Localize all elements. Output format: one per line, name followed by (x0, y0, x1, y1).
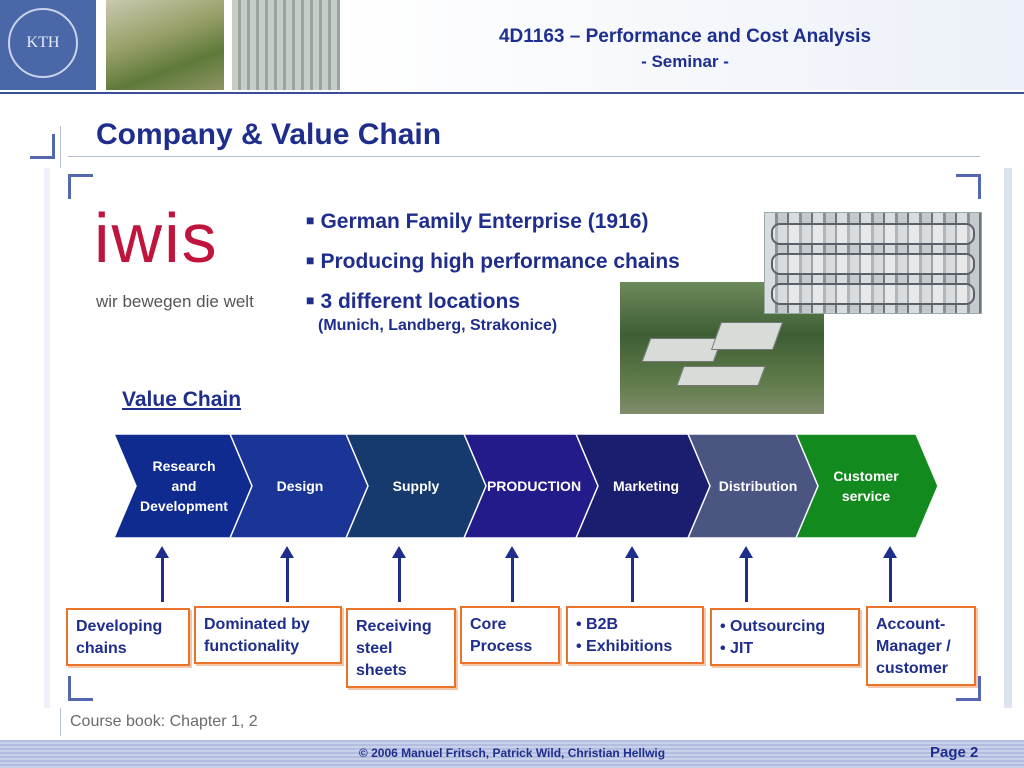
bullet-1: ■German Family Enterprise (1916) (306, 210, 649, 233)
bullet-3: ■3 different locations (306, 290, 520, 313)
activity-box-b2b: • B2B • Exhibitions (566, 606, 704, 664)
kth-logo: KTH (0, 0, 96, 90)
value-chain-heading: Value Chain (122, 388, 242, 411)
arrow-up-icon (392, 546, 406, 558)
page-number: Page 2 (930, 744, 979, 761)
corner-bracket (30, 134, 55, 159)
arrow-shaft (161, 556, 164, 602)
activity-box-outsourcing: • Outsourcing • JIT (710, 608, 860, 666)
arrow-up-icon (155, 546, 169, 558)
frame-shadow (44, 168, 50, 708)
chevron-stage-6 (794, 433, 939, 539)
arrow-up-icon (625, 546, 639, 558)
iwis-logo-tagline: wir bewegen die welt (96, 292, 254, 311)
campus-photo (106, 0, 224, 90)
chevron-label-1: Design (277, 478, 324, 494)
activity-box-functionality: Dominated by functionality (194, 606, 342, 664)
course-book-note: Course book: Chapter 1, 2 (70, 713, 258, 730)
locations-note: (Munich, Landberg, Strakonice) (318, 317, 558, 334)
footer-bar (0, 740, 1024, 768)
building-photo (232, 0, 340, 90)
arrow-up-icon (280, 546, 294, 558)
header-gradient (340, 0, 1024, 90)
chain-product-photo (764, 212, 982, 314)
frame-corner-bottom-right (956, 676, 981, 701)
kth-seal-icon: KTH (8, 8, 78, 78)
iwis-logo-word: iwis (94, 199, 219, 277)
activity-box-steel-sheets: Receiving steel sheets (346, 608, 456, 688)
slide-title: Company & Value Chain (96, 118, 442, 151)
arrow-shaft (286, 556, 289, 602)
header-bar: KTH 4D1163 – Performance and Cost Analys… (0, 0, 1024, 94)
frame-corner-top-left (68, 174, 93, 199)
frame-corner-bottom-left (68, 676, 93, 701)
chevron-label-5: Distribution (719, 478, 798, 494)
arrow-shaft (631, 556, 634, 602)
bullet-2: ■Producing high performance chains (306, 250, 680, 273)
chevron-label-2: Supply (393, 478, 440, 494)
chevron-label-3: PRODUCTION (487, 478, 581, 494)
activity-box-account-manager: Account-Manager / customer (866, 606, 976, 686)
arrow-up-icon (883, 546, 897, 558)
activity-box-developing: Developing chains (66, 608, 190, 666)
arrow-shaft (745, 556, 748, 602)
copyright-text: © 2006 Manuel Fritsch, Patrick Wild, Chr… (358, 746, 666, 760)
activity-box-core-process: Core Process (460, 606, 560, 664)
arrow-up-icon (505, 546, 519, 558)
arrow-shaft (889, 556, 892, 602)
chevron-label-4: Marketing (613, 478, 679, 494)
seminar-subtitle: - Seminar - (641, 52, 729, 71)
arrow-shaft (398, 556, 401, 602)
arrow-shaft (511, 556, 514, 602)
course-title: 4D1163 – Performance and Cost Analysis (498, 26, 872, 47)
title-underline (68, 156, 980, 157)
frame-corner-top-right (956, 174, 981, 199)
arrow-up-icon (739, 546, 753, 558)
kth-logo-text: KTH (26, 34, 60, 51)
